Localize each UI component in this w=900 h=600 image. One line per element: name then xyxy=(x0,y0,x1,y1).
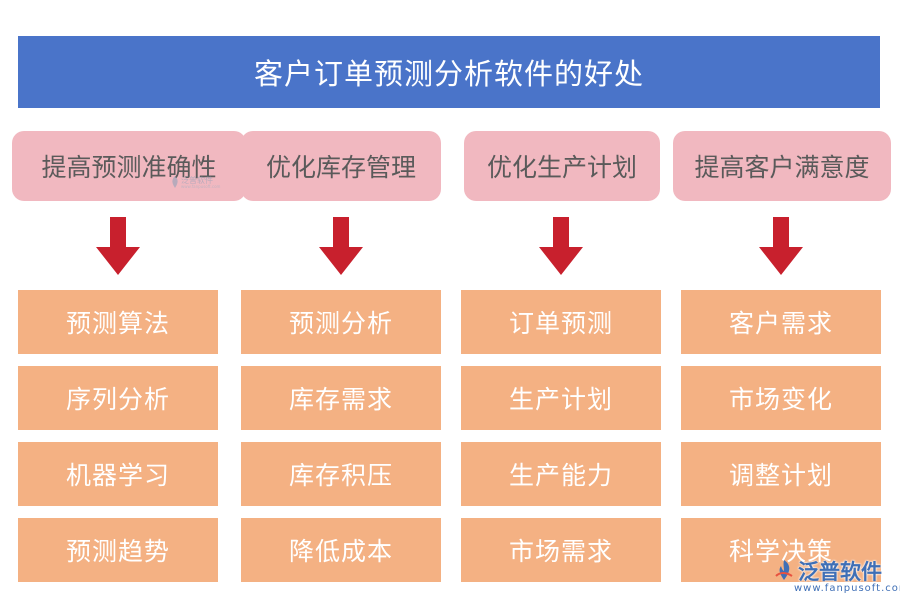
benefit-item: 客户需求 xyxy=(681,290,881,354)
benefit-item: 预测趋势 xyxy=(18,518,218,582)
fanpu-logo-icon xyxy=(172,176,178,188)
logo-name: 泛普软件 xyxy=(798,560,882,584)
benefit-item: 序列分析 xyxy=(18,366,218,430)
watermark-name: 泛普软件 xyxy=(181,176,213,185)
benefit-item: 市场需求 xyxy=(461,518,661,582)
benefit-item: 调整计划 xyxy=(681,442,881,506)
benefit-item: 预测算法 xyxy=(18,290,218,354)
arrow-down-icon xyxy=(539,217,583,275)
benefit-item: 降低成本 xyxy=(241,518,441,582)
watermark: 泛普软件 www.fanpusoft.com xyxy=(170,174,220,190)
title-bar: 客户订单预测分析软件的好处 xyxy=(18,36,880,108)
benefit-item: 生产计划 xyxy=(461,366,661,430)
watermark-url: www.fanpusoft.com xyxy=(181,184,221,189)
benefit-item: 市场变化 xyxy=(681,366,881,430)
benefit-item: 库存需求 xyxy=(241,366,441,430)
column-header: 提高客户满意度 xyxy=(673,131,891,201)
logo-url: www.fanpusoft.com xyxy=(794,583,900,594)
column-header: 优化库存管理 xyxy=(241,131,441,201)
arrow-down-icon xyxy=(759,217,803,275)
benefit-item: 预测分析 xyxy=(241,290,441,354)
benefit-item: 生产能力 xyxy=(461,442,661,506)
arrow-down-icon xyxy=(96,217,140,275)
benefit-item: 机器学习 xyxy=(18,442,218,506)
benefit-item: 订单预测 xyxy=(461,290,661,354)
brand-logo: 泛普软件 www.fanpusoft.com xyxy=(772,556,900,598)
arrow-down-icon xyxy=(319,217,363,275)
fanpu-logo-icon xyxy=(775,560,793,580)
benefit-item: 库存积压 xyxy=(241,442,441,506)
diagram-title: 客户订单预测分析软件的好处 xyxy=(253,57,644,91)
column-header: 优化生产计划 xyxy=(464,131,660,201)
column-header: 提高预测准确性 xyxy=(12,131,246,201)
